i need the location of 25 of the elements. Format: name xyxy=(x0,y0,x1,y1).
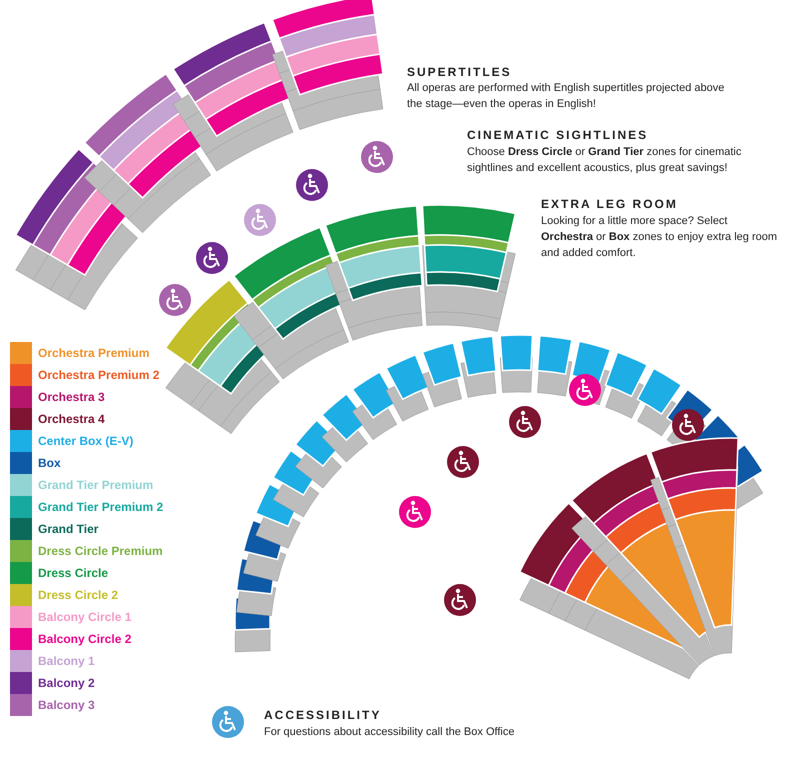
legend-label: Center Box (E-V) xyxy=(38,434,134,448)
description-text: All operas are performed with English supertitles projected above the stage—even the operas in English! xyxy=(407,81,726,112)
legend-label: Balcony 2 xyxy=(38,676,95,690)
description-text: For questions about accessibility call the Box Office xyxy=(264,725,516,740)
legend-label: Balcony 3 xyxy=(38,698,95,712)
description-text: Choose Dress Circle or Grand Tier zones for cinematic sightlines and excellent acoustics, plus great savings! xyxy=(467,145,742,176)
section-heading: EXTRA LEG ROOM xyxy=(541,197,679,211)
section-heading: SUPERTITLES xyxy=(407,65,513,79)
section-heading: ACCESSIBILITY xyxy=(264,708,382,722)
section-heading: CINEMATIC SIGHTLINES xyxy=(467,128,650,142)
description-text: Looking for a little more space? Select Orchestra or Box zones to enjoy extra leg room and added comfort. xyxy=(541,214,778,261)
legend-label: Orchestra Premium xyxy=(38,346,150,360)
legend-label: Dress Circle Premium xyxy=(38,544,163,558)
legend-label: Orchestra Premium 2 xyxy=(38,368,160,382)
legend-label: Grand Tier xyxy=(38,522,98,536)
legend-label: Box xyxy=(38,456,61,470)
legend-label: Balcony Circle 2 xyxy=(38,632,132,646)
legend-label: Grand Tier Premium xyxy=(38,478,154,492)
legend-label: Balcony 1 xyxy=(38,654,95,668)
legend-label: Balcony Circle 1 xyxy=(38,610,132,624)
legend-label: Dress Circle 2 xyxy=(38,588,118,602)
legend-label: Dress Circle xyxy=(38,566,108,580)
legend-label: Orchestra 4 xyxy=(38,412,105,426)
legend-label: Orchestra 3 xyxy=(38,390,105,404)
legend-label: Grand Tier Premium 2 xyxy=(38,500,164,514)
